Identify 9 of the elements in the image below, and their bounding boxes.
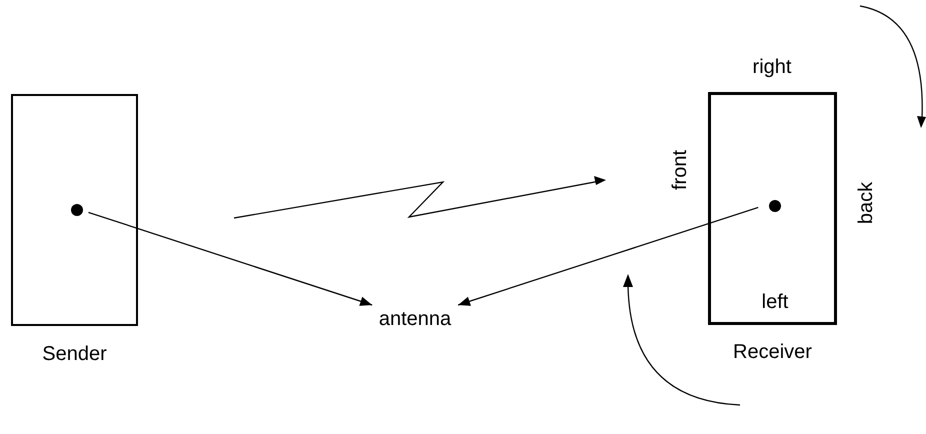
side-label: right bbox=[752, 55, 792, 79]
side-label: front bbox=[668, 150, 692, 190]
device-label: Sender bbox=[42, 342, 107, 366]
antenna-label: antenna bbox=[378, 307, 452, 331]
arrow bbox=[88, 212, 372, 306]
arrow bbox=[458, 206, 758, 306]
device-label: Receiver bbox=[733, 340, 812, 364]
side-label: left bbox=[762, 290, 788, 314]
side-label: back bbox=[854, 182, 878, 224]
